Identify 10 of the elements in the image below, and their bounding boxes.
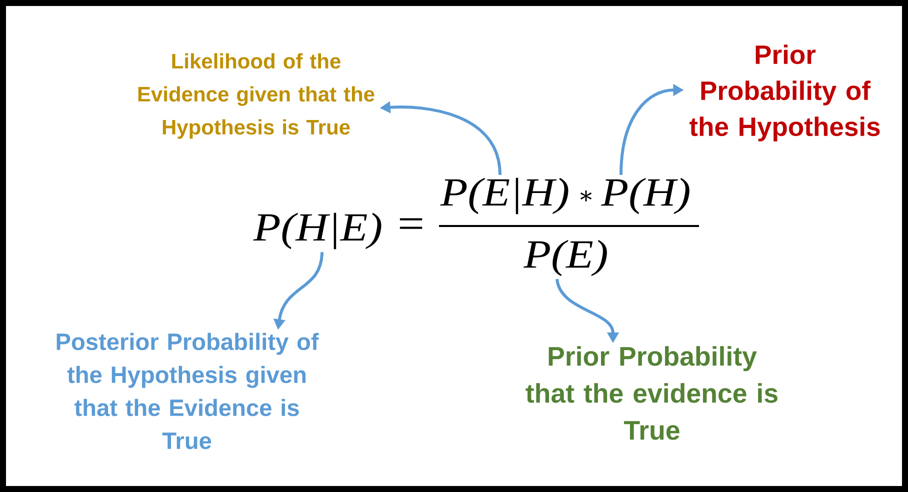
callout-text: Prior Probability that the evidence is True <box>526 346 778 440</box>
formula-term: P(E|H) <box>440 178 568 214</box>
callout-text: Posterior Probability of the Hypothesis given that the Evidence is True <box>56 332 319 450</box>
formula-term: P(H|E) <box>253 212 382 250</box>
callout-text: Prior Probability of the Hypothesis <box>689 44 880 142</box>
multiplication-sign: ∗ <box>580 190 592 202</box>
formula-term: P(H) <box>600 178 690 214</box>
formula-term: P(E) <box>523 240 607 276</box>
callout-text: Likelihood of the Evidence given that the Hypothesis is True <box>138 53 374 139</box>
equals-sign: = <box>400 218 422 229</box>
